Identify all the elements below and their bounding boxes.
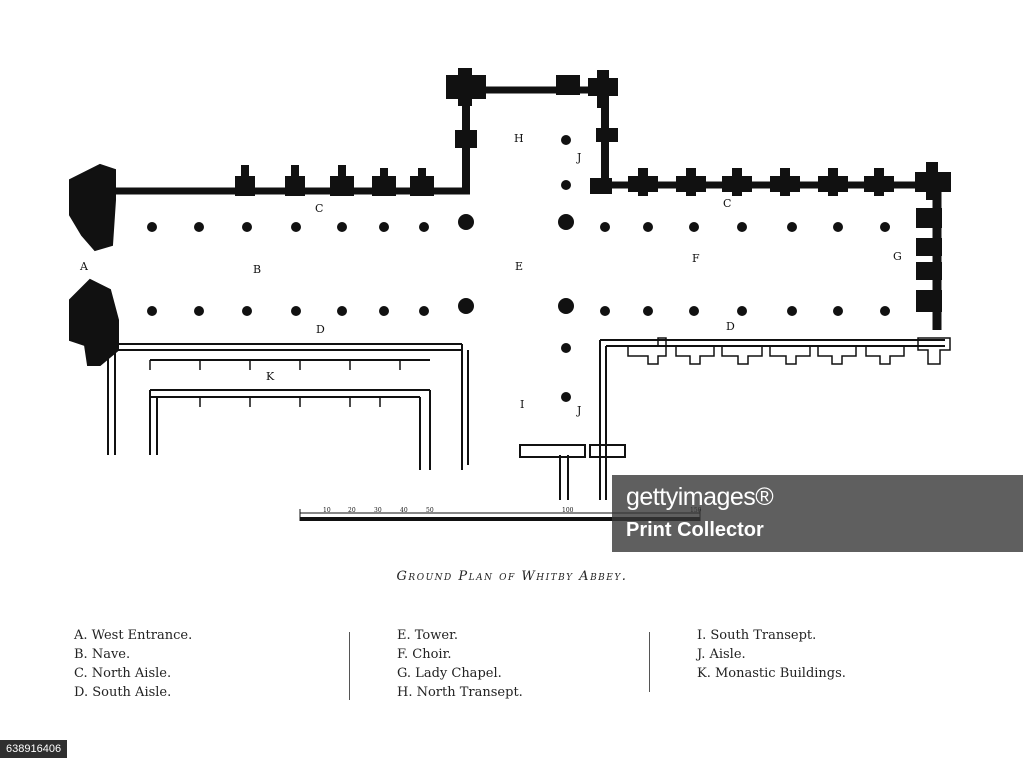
image-id-badge: 638916406 xyxy=(0,740,68,758)
label-k: K xyxy=(266,370,275,383)
pier xyxy=(880,222,890,232)
scale-tick-100: 100 xyxy=(562,507,574,514)
legend-item-a: A. West Entrance. xyxy=(74,628,193,643)
legend-item-j: J. Aisle. xyxy=(697,647,746,662)
label-g: G xyxy=(893,250,902,263)
pier xyxy=(561,392,571,402)
label-f: F xyxy=(692,252,700,265)
legend-item-g: G. Lady Chapel. xyxy=(397,666,502,681)
pier xyxy=(643,306,653,316)
label-j-north: J xyxy=(576,151,581,164)
label-c-choir: C xyxy=(723,197,731,210)
pier xyxy=(600,306,610,316)
pier xyxy=(689,306,699,316)
legend-item-b: B. Nave. xyxy=(74,647,131,662)
pier xyxy=(419,222,429,232)
label-e: E xyxy=(515,260,523,273)
pier xyxy=(643,222,653,232)
label-d-choir: D xyxy=(726,320,735,333)
label-i: I xyxy=(520,398,524,411)
pier xyxy=(833,306,843,316)
pier xyxy=(242,222,252,232)
watermark-owner: Print Collector xyxy=(626,519,764,541)
pier xyxy=(833,222,843,232)
legend-item-k: K. Monastic Buildings. xyxy=(697,666,846,681)
pier xyxy=(737,306,747,316)
legend-item-d: D. South Aisle. xyxy=(74,685,172,700)
scale-tick-40: 40 xyxy=(400,507,408,514)
legend-column-2: E. Tower. F. Choir. G. Lady Chapel. H. N… xyxy=(397,626,523,702)
label-c-nave: C xyxy=(315,202,323,215)
plan-walls xyxy=(69,86,945,500)
pier xyxy=(787,222,797,232)
legend-item-f: F. Choir. xyxy=(397,647,452,662)
legend-item-c: C. North Aisle. xyxy=(74,666,172,681)
legend-column-1: A. West Entrance. B. Nave. C. North Aisl… xyxy=(74,626,192,702)
label-b: B xyxy=(253,263,261,276)
pier xyxy=(194,306,204,316)
pier xyxy=(880,306,890,316)
legend-item-h: H. North Transept. xyxy=(397,685,523,700)
pier xyxy=(291,222,301,232)
watermark-overlay: gettyimages® Print Collector xyxy=(612,475,1023,552)
pier xyxy=(737,222,747,232)
pier xyxy=(242,306,252,316)
pier xyxy=(787,306,797,316)
scale-tick-20: 20 xyxy=(348,507,356,514)
pier xyxy=(561,343,571,353)
pier xyxy=(600,222,610,232)
label-d-nave: D xyxy=(316,323,325,336)
legend-column-3: I. South Transept. J. Aisle. K. Monastic… xyxy=(697,626,846,683)
legend-item-i: I. South Transept. xyxy=(697,628,817,643)
scale-tick-30: 30 xyxy=(374,507,382,514)
label-a: A xyxy=(79,260,89,273)
watermark-brand: gettyimages® xyxy=(626,483,774,511)
pier xyxy=(561,180,571,190)
pier xyxy=(147,222,157,232)
buttresses xyxy=(235,68,951,314)
pier xyxy=(379,222,389,232)
south-buttresses xyxy=(149,337,951,407)
arcade-piers xyxy=(147,135,890,402)
pier xyxy=(419,306,429,316)
pier xyxy=(291,306,301,316)
pier xyxy=(147,306,157,316)
pier xyxy=(379,306,389,316)
legend-divider-1 xyxy=(349,632,350,700)
pier xyxy=(689,222,699,232)
legend-divider-2 xyxy=(649,632,650,692)
scale-tick-10: 10 xyxy=(323,507,331,514)
pier xyxy=(194,222,204,232)
pier xyxy=(337,222,347,232)
label-j-south: J xyxy=(576,404,581,417)
plan-caption: Ground Plan of Whitby Abbey. xyxy=(396,569,628,584)
plan-labels: A B C D E F C D G H J I J K xyxy=(79,132,902,417)
pier xyxy=(561,135,571,145)
legend-item-e: E. Tower. xyxy=(397,628,458,643)
label-h: H xyxy=(514,132,524,145)
pier xyxy=(337,306,347,316)
scale-tick-50: 50 xyxy=(426,507,434,514)
